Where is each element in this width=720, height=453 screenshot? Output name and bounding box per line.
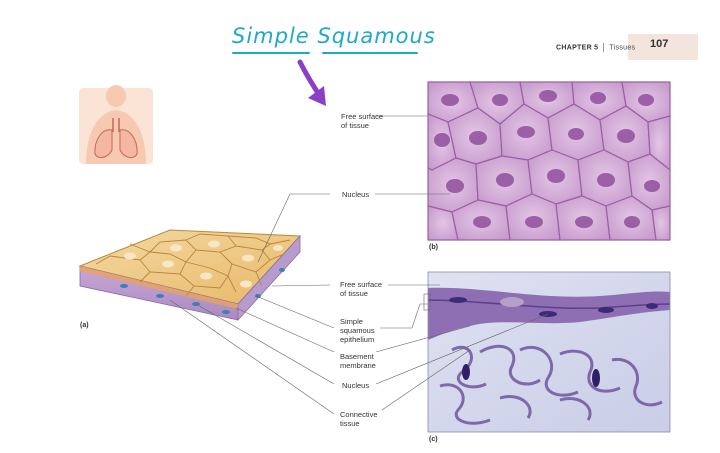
label-free-surface-top: Free surface of tissue (341, 112, 384, 130)
page-number: 107 (650, 38, 669, 50)
label-connective-tissue: Connective tissue (340, 410, 384, 428)
header-divider (603, 43, 605, 52)
handwritten-title: Simple Squamous (232, 24, 436, 48)
chapter-header: CHAPTER 5 Tissues (556, 43, 635, 52)
lungs-thumbnail-icon (79, 85, 153, 164)
panel-label-b: (b) (429, 244, 438, 251)
title-underline-left (232, 52, 310, 54)
chapter-label: CHAPTER 5 (556, 44, 599, 52)
panel-label-a: (a) (80, 322, 89, 329)
label-basement-membrane: Basement membrane (340, 352, 384, 370)
leader-lines (169, 115, 549, 415)
annotation-arrow-icon (297, 59, 326, 106)
page-number-band (628, 34, 698, 60)
title-underline-right (322, 52, 418, 54)
micrograph-c (427, 271, 671, 433)
tissue-block-a (78, 229, 302, 322)
label-free-surface: Free surface of tissue (340, 280, 388, 298)
panel-label-c: (c) (429, 436, 438, 443)
label-nucleus-top: Nucleus (340, 190, 372, 199)
label-simple-squamous: Simple squamous epithelium (340, 317, 380, 344)
section-label: Tissues (609, 44, 636, 52)
micrograph-b (427, 81, 671, 241)
label-nucleus: Nucleus (340, 381, 372, 390)
